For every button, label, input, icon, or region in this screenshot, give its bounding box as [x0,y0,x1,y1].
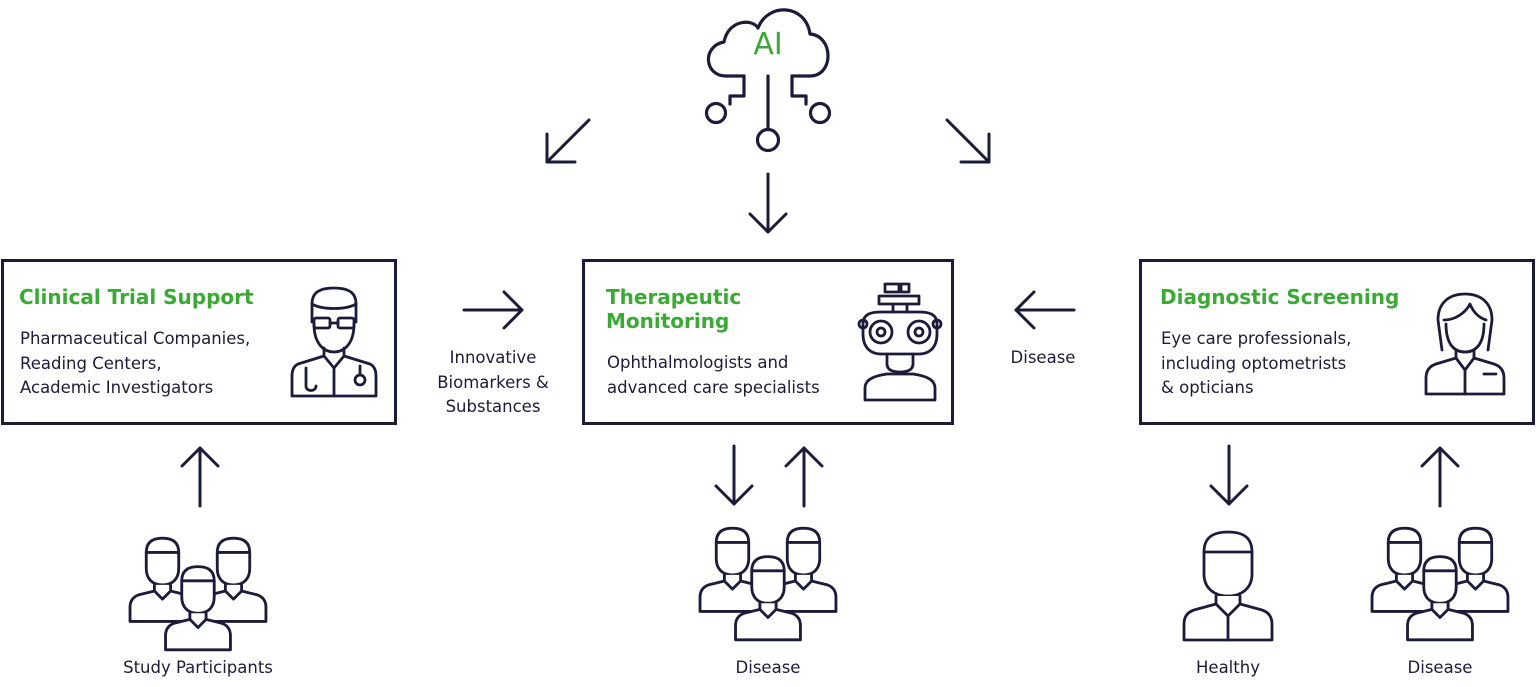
ai-label: AI [753,27,782,62]
optician-woman-icon [1424,292,1506,396]
arrow-up-icon [784,446,824,508]
therapeutic-monitoring-description: Ophthalmologists and advanced care speci… [607,353,820,397]
people-group-icon [1370,526,1510,642]
phoropter-icon [857,282,943,402]
therapeutic-monitoring-box: Therapeutic Monitoring Ophthalmologists … [582,259,954,425]
healthy-label: Healthy [1196,658,1260,677]
disease-label-right: Disease [1407,658,1473,677]
arrow-down-icon [1209,444,1249,506]
therapeutic-monitoring-title: Therapeutic Monitoring [606,285,742,333]
diagnostic-screening-title: Diagnostic Screening [1160,285,1400,309]
doctor-icon [290,286,378,398]
disease-label-top: Disease [1010,348,1076,367]
people-group-icon [128,536,268,652]
arrow-up-icon [1420,446,1460,508]
clinical-trial-support-box: Clinical Trial Support Pharmaceutical Co… [1,259,397,425]
arrow-left-icon [1014,290,1076,330]
clinical-trial-title: Clinical Trial Support [19,285,254,309]
diagnostic-screening-description: Eye care professionals, including optome… [1161,329,1352,397]
study-participants-label: Study Participants [123,658,273,677]
cloud-circuit-icon: AI [704,8,832,153]
disease-label-center: Disease [735,658,801,677]
arrow-up-icon [180,446,220,508]
diagnostic-screening-box: Diagnostic Screening Eye care profession… [1139,259,1535,425]
arrow-right-icon [462,290,524,330]
arrow-down-icon [714,444,754,506]
arrow-down-icon [748,172,788,234]
person-icon [1182,530,1274,642]
people-group-icon [698,526,838,642]
arrow-down-left-icon [545,118,591,164]
arrow-down-right-icon [945,118,991,164]
biomarkers-label: Innovative Biomarkers & Substances [437,348,549,416]
clinical-trial-description: Pharmaceutical Companies, Reading Center… [20,329,251,397]
